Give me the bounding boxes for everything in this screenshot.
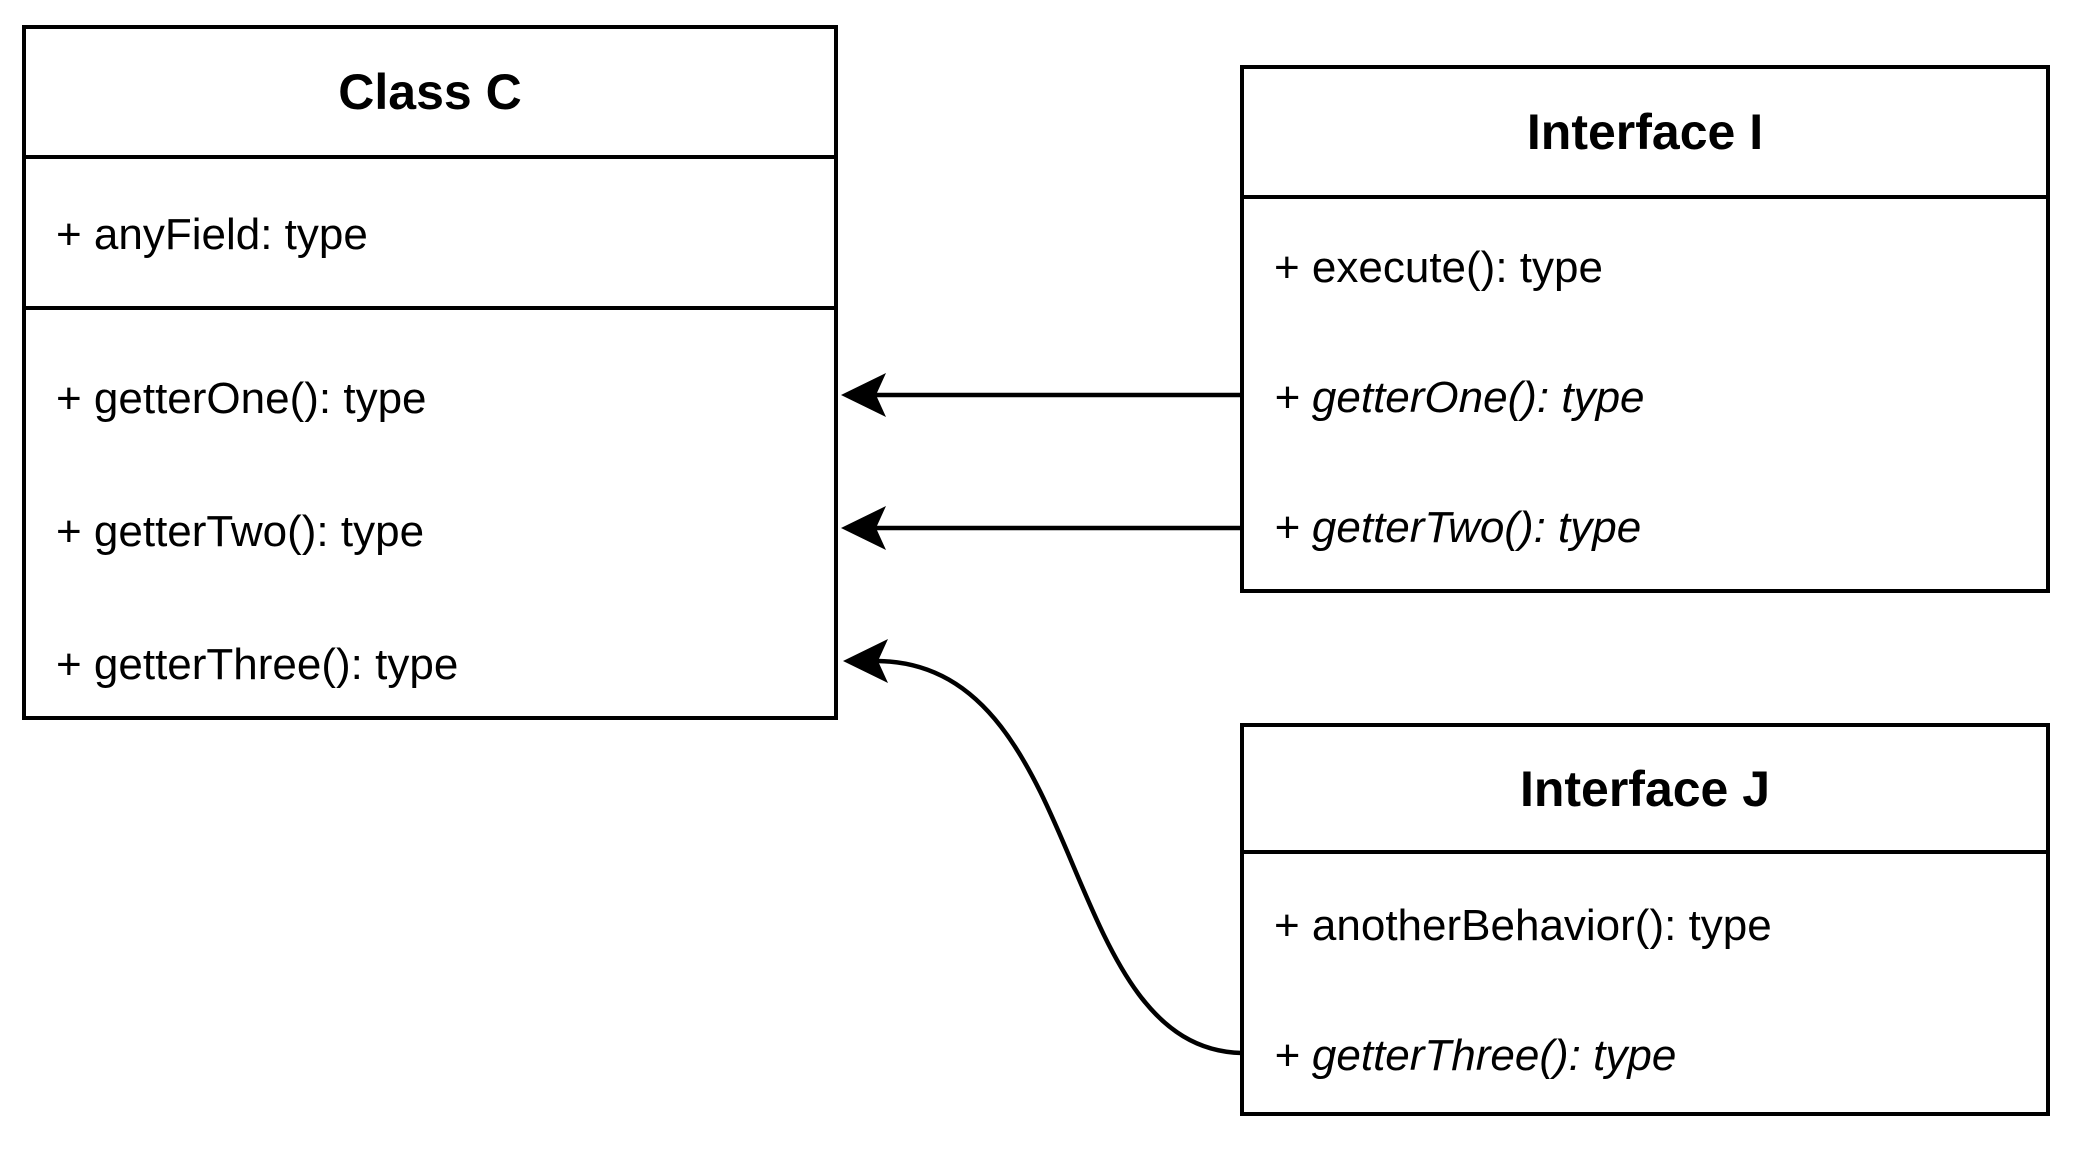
interface-i-method-compartment: + execute(): type + getterOne(): type + … bbox=[1244, 199, 2046, 593]
interface-i-box: Interface I + execute(): type + getterOn… bbox=[1240, 65, 2050, 593]
interface-j-box: Interface J + anotherBehavior(): type + … bbox=[1240, 723, 2050, 1116]
interface-j-method-compartment: + anotherBehavior(): type + getterThree(… bbox=[1244, 854, 2046, 1121]
class-c-field-compartment: + anyField: type bbox=[26, 159, 834, 310]
class-c-box: Class C + anyField: type + getterOne(): … bbox=[22, 25, 838, 720]
interface-i-method-gettertwo: + getterTwo(): type bbox=[1274, 503, 1642, 552]
arrowhead bbox=[843, 639, 888, 683]
arrow-j-getterthree-to-c-getterthree bbox=[843, 639, 1243, 1056]
arrowhead bbox=[841, 506, 886, 550]
class-c-field-anyfield: + anyField: type bbox=[56, 209, 368, 259]
interface-i-title: Interface I bbox=[1244, 69, 2046, 199]
interface-i-method-getterone: + getterOne(): type bbox=[1274, 373, 1645, 422]
arrowhead bbox=[841, 373, 886, 417]
interface-i-method-execute: + execute(): type bbox=[1274, 243, 1603, 292]
arrow-i-gettertwo-to-c-gettertwo bbox=[841, 506, 1240, 550]
arrow-i-getterone-to-c-getterone bbox=[841, 373, 1240, 417]
class-c-method-getterthree: + getterThree(): type bbox=[56, 639, 459, 689]
class-c-method-getterone: + getterOne(): type bbox=[56, 373, 427, 423]
class-c-method-compartment: + getterOne(): type + getterTwo(): type … bbox=[26, 310, 834, 731]
class-c-title: Class C bbox=[26, 29, 834, 159]
interface-j-title: Interface J bbox=[1244, 727, 2046, 854]
interface-j-method-getterthree: + getterThree(): type bbox=[1274, 1031, 1677, 1080]
class-c-method-gettertwo: + getterTwo(): type bbox=[56, 506, 425, 556]
interface-j-method-anotherbehavior: + anotherBehavior(): type bbox=[1274, 901, 1772, 950]
